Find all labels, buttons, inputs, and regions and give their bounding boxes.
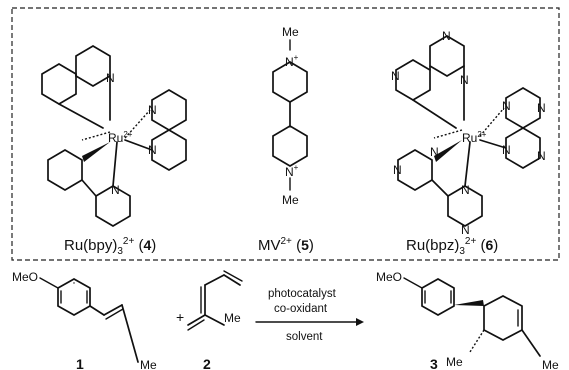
mv-formula-charge: 2+ [281, 236, 293, 247]
ru-bpz-metal-charge: 2+ [477, 130, 486, 139]
mv-methyl-top: Me [282, 25, 299, 39]
ru-bpy-formula: Ru(bpy) [64, 237, 117, 254]
product-3: MeO Me Me 3 [376, 270, 559, 370]
condition-photocatalyst: photocatalyst [268, 288, 337, 300]
ru-bpz-n-label: N [537, 101, 546, 115]
ru-bpz-n-label: N [393, 163, 402, 177]
ru-bpz-n-label: N [391, 69, 400, 83]
substrate-number: 1 [76, 356, 84, 370]
svg-text:MV2+ (5): MV2+ (5) [258, 236, 314, 254]
mv-n-bottom: N [285, 165, 294, 179]
ru-bpz-n-label: N [460, 73, 469, 87]
substrate-1: MeO Me 1 [12, 270, 157, 370]
svg-text:Ru(bpy)32+ (4): Ru(bpy)32+ (4) [64, 236, 156, 257]
svg-text:Ru(bpz)32+ (6): Ru(bpz)32+ (6) [406, 236, 498, 257]
catalyst-ru-bpz: N N N N N N N N N N N Ru2+ Ru(bpz)32+ (6… [391, 29, 546, 257]
ru-bpy-metal-charge: 2+ [123, 130, 132, 139]
svg-text:N+: N+ [285, 163, 299, 179]
svg-text:Ru2+: Ru2+ [462, 130, 487, 145]
ru-bpz-formula-sub: 3 [459, 246, 465, 257]
ru-bpy-number: 4 [144, 237, 152, 253]
condition-co-oxidant: co-oxidant [274, 303, 328, 315]
ru-bpy-metal: Ru [108, 131, 123, 145]
ru-bpz-n-label: N [442, 29, 451, 43]
ru-bpy-n-label: N [148, 143, 157, 157]
catalyst-mv: Me N+ N+ Me MV2+ (5) [258, 25, 314, 254]
diene-methyl: Me [224, 311, 241, 325]
ru-bpy-formula-charge: 2+ [123, 236, 135, 247]
mv-n-top-charge: + [294, 53, 299, 62]
product-number: 3 [430, 356, 438, 370]
product-methyl-right: Me [542, 358, 559, 370]
ru-bpy-structure: N N N N Ru2+ [41, 45, 187, 227]
plus-sign: + [176, 309, 184, 325]
ru-bpz-n-label: N [537, 149, 546, 163]
ru-bpy-n-label: N [148, 103, 157, 117]
ru-bpy-formula-sub: 3 [117, 246, 123, 257]
catalyst-ru-bpy: N N N N Ru2+ Ru(bpy)32+ (4) [41, 45, 187, 257]
mv-n-top: N [285, 55, 294, 69]
ru-bpz-metal: Ru [462, 131, 477, 145]
ru-bpz-structure: N N N N N N N N N N N Ru2+ [391, 29, 546, 237]
ru-bpz-n-label: N [430, 145, 439, 159]
ru-bpy-n-label: N [111, 183, 120, 197]
ru-bpz-n-label: N [461, 223, 470, 237]
svg-text:Ru2+: Ru2+ [108, 130, 133, 145]
catalyst-panel-frame [11, 7, 560, 261]
substrate-methoxy: MeO [12, 270, 38, 284]
ru-bpz-formula: Ru(bpz) [406, 237, 459, 254]
svg-text:N+: N+ [285, 53, 299, 69]
product-methyl-left: Me [446, 355, 463, 369]
reaction-row: MeO Me 1 + Me 2 [12, 270, 559, 370]
ru-bpz-formula-charge: 2+ [465, 236, 477, 247]
ru-bpy-n-label: N [106, 71, 115, 85]
mv-number: 5 [301, 237, 309, 253]
product-methoxy: MeO [376, 270, 402, 284]
diene-2: Me 2 [187, 270, 243, 370]
mv-formula: MV [258, 237, 281, 254]
diene-number: 2 [203, 356, 211, 370]
condition-solvent: solvent [286, 331, 323, 343]
ru-bpz-n-label: N [502, 143, 511, 157]
ru-bpz-n-label: N [461, 183, 470, 197]
reaction-arrow: photocatalyst co-oxidant solvent [255, 288, 364, 343]
ru-bpz-n-label: N [502, 99, 511, 113]
mv-n-bottom-charge: + [294, 163, 299, 172]
mv-structure: Me N+ N+ Me [272, 25, 308, 207]
ru-bpz-number: 6 [486, 237, 494, 253]
substrate-methyl: Me [140, 358, 157, 370]
mv-methyl-bottom: Me [282, 193, 299, 207]
